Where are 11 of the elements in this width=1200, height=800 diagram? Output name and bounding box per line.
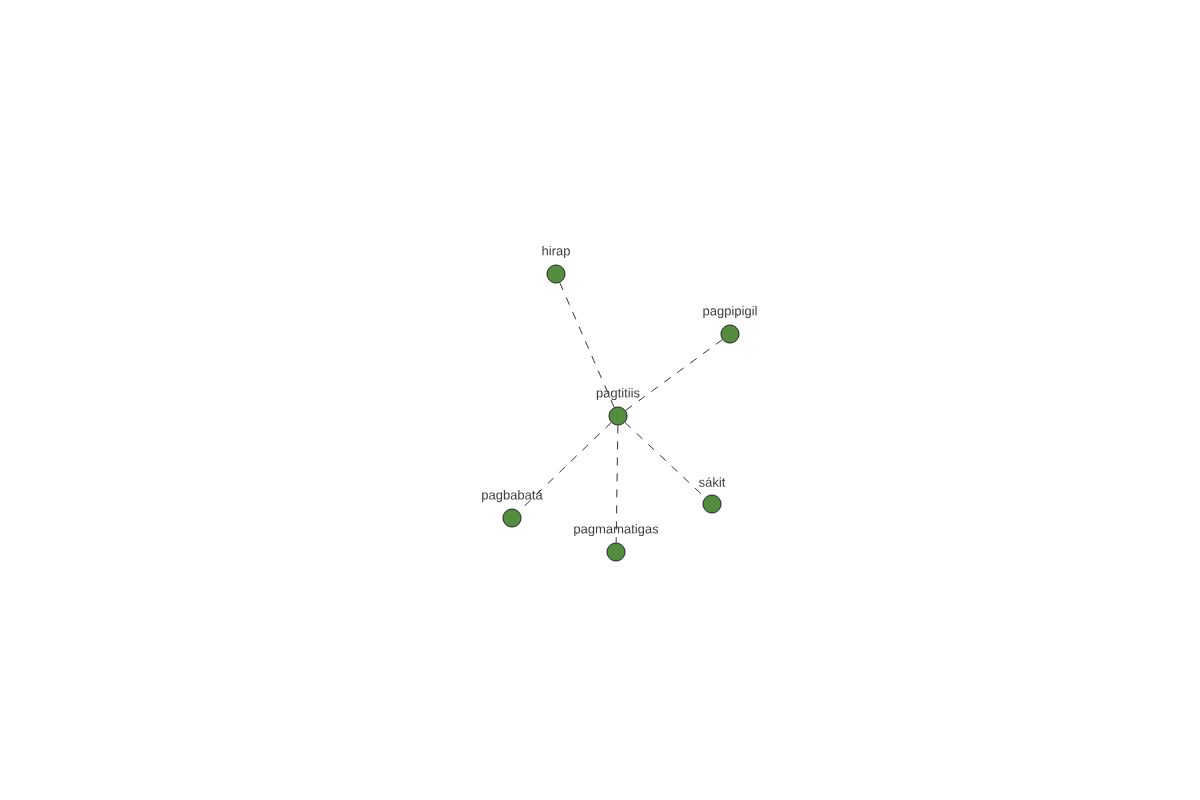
connector-line <box>625 339 723 411</box>
node-circle <box>702 494 722 514</box>
node-circle <box>606 542 626 562</box>
connector-line <box>518 422 612 512</box>
connector-line <box>615 425 619 543</box>
node-circle <box>502 508 522 528</box>
node-circle <box>546 264 566 284</box>
node-circle <box>608 406 628 426</box>
connector-line <box>559 282 615 408</box>
node-circle <box>720 324 740 344</box>
connector-line <box>624 422 706 498</box>
